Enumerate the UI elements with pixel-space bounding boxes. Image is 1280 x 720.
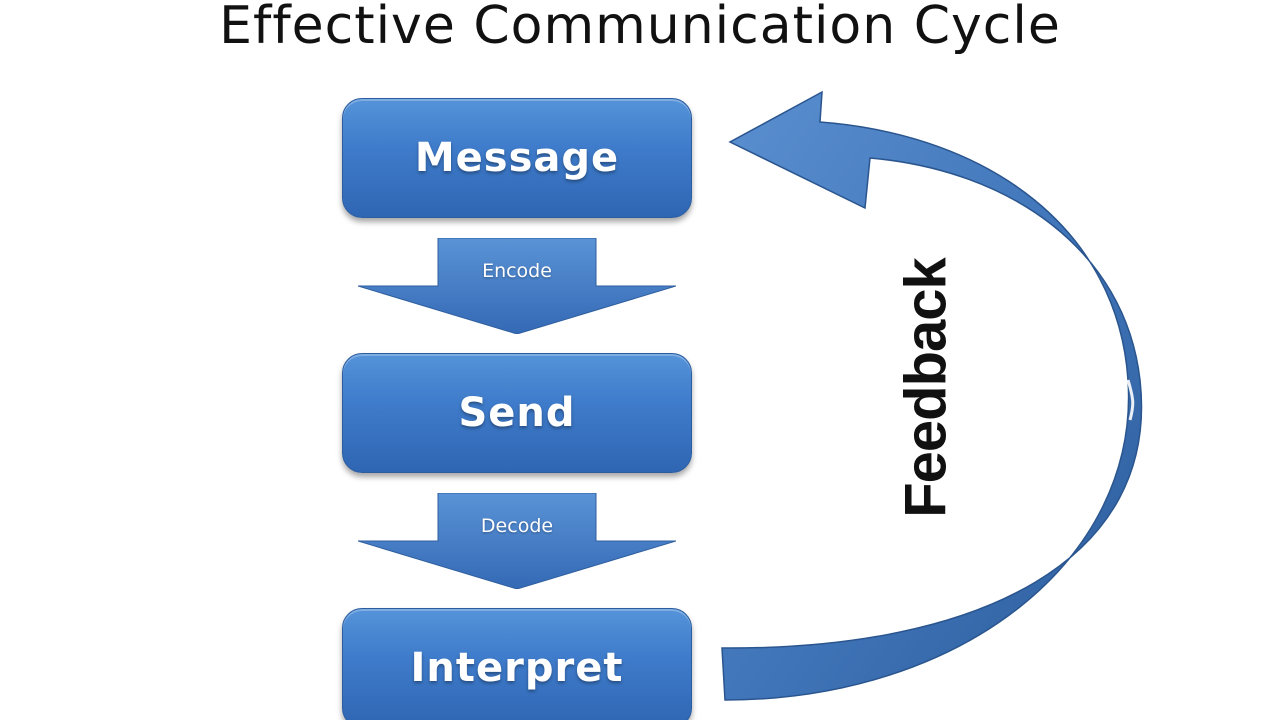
step-label-interpret: Interpret xyxy=(410,645,624,691)
step-label-message: Message xyxy=(414,135,620,181)
encode-arrow: Encode xyxy=(357,237,677,335)
feedback-arrow-body xyxy=(721,90,1143,701)
feedback-label: Feedback xyxy=(893,258,959,518)
step-box-interpret: Interpret xyxy=(342,608,692,720)
step-box-send: Send xyxy=(342,353,692,473)
decode-arrow: Decode xyxy=(357,492,677,590)
diagram-title: Effective Communication Cycle xyxy=(219,0,1061,56)
step-label-send: Send xyxy=(458,390,576,436)
encode-label: Encode xyxy=(482,260,552,282)
encode-arrow-shape xyxy=(357,237,677,335)
decode-label: Decode xyxy=(480,515,554,537)
step-box-message: Message xyxy=(342,98,692,218)
decode-arrow-shape xyxy=(357,492,677,590)
